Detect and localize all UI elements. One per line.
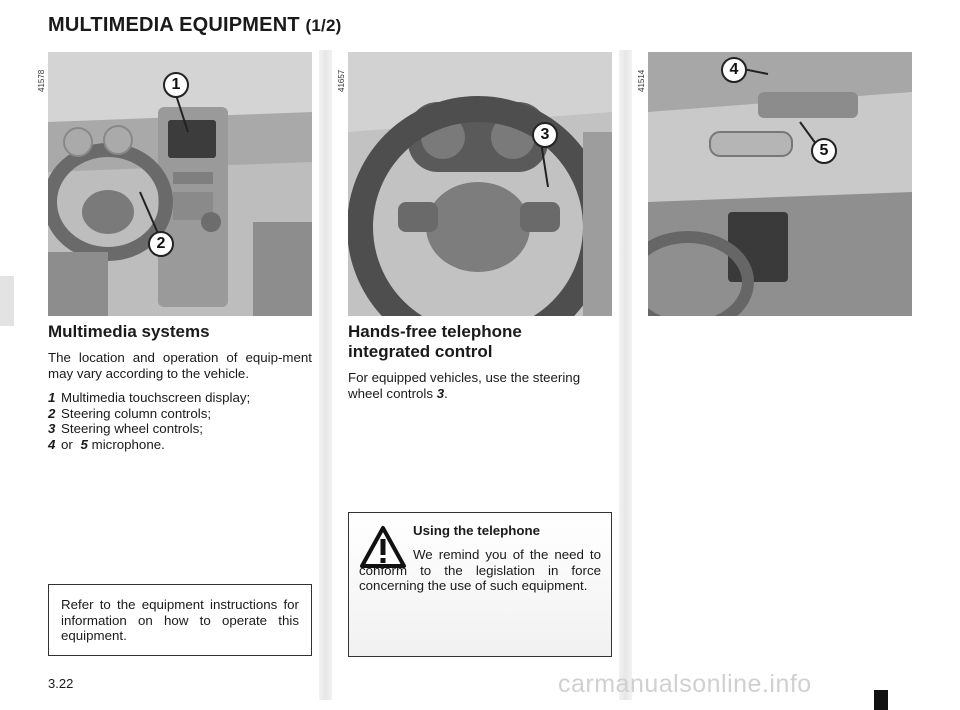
legend-item: 4 or 5 microphone.	[48, 437, 312, 453]
legend-text: Steering column controls;	[61, 405, 212, 421]
legend-item: 3 Steering wheel controls;	[48, 421, 312, 437]
warning-title: Using the telephone	[413, 523, 541, 538]
legend-text: Multimedia touchscreen display;	[61, 390, 251, 405]
legend-num-2: 5	[80, 436, 88, 452]
chapter-tab	[0, 276, 14, 326]
legend-text: microphone.	[91, 436, 165, 452]
page-title-suffix: (1/2)	[305, 16, 342, 35]
callout-5: 5	[811, 138, 837, 164]
multimedia-intro: The location and operation of equip-ment…	[48, 350, 312, 381]
figure-ref-1: 41578	[37, 69, 46, 92]
legend-num: 4	[48, 436, 56, 452]
legend-text: Steering wheel controls;	[61, 421, 203, 437]
heading-line-1: Hands-free telephone	[348, 322, 522, 341]
roof-microphone-photo	[648, 52, 912, 316]
figure-ref-2: 41657	[337, 69, 346, 92]
legend-num: 1	[48, 390, 56, 405]
handsfree-body: For equipped vehicles, use the steering …	[348, 370, 616, 401]
page-title-main: MULTIMEDIA EQUIPMENT	[48, 14, 300, 36]
column-divider-2	[619, 50, 632, 700]
handsfree-body-prefix: For equipped vehicles, use the steering …	[348, 370, 581, 401]
legend-connector: or	[61, 436, 73, 452]
heading-line-2: integrated control	[348, 342, 493, 361]
page-title: MULTIMEDIA EQUIPMENT (1/2)	[48, 14, 342, 37]
figure-ref-3: 41514	[637, 69, 646, 92]
legend-num: 3	[48, 421, 56, 437]
legend-num: 2	[48, 405, 56, 421]
callout-1: 1	[163, 72, 189, 98]
callout-3: 3	[532, 122, 558, 148]
watermark: carmanualsonline.info	[558, 670, 812, 698]
refer-note-box: Refer to the equipment instructions for …	[48, 584, 312, 656]
callout-2: 2	[148, 231, 174, 257]
column-divider-1	[319, 50, 332, 700]
handsfree-body-suffix: .	[444, 385, 448, 401]
section-heading-handsfree: Hands-free telephone integrated control	[348, 322, 522, 362]
warning-triangle-icon	[360, 526, 406, 568]
callout-4: 4	[721, 57, 747, 83]
legend-item: 1 Multimedia touchscreen display;	[48, 390, 312, 406]
page-number: 3.22	[48, 676, 74, 691]
refer-note-text: Refer to the equipment instructions for …	[61, 597, 299, 644]
warning-text: We remind you of the need to conform to …	[359, 547, 601, 594]
handsfree-body-ref: 3	[436, 385, 445, 401]
steering-wheel-photo	[348, 52, 612, 316]
page-corner-mark	[874, 690, 888, 710]
section-heading-multimedia: Multimedia systems	[48, 322, 210, 341]
warning-box: Using the telephone We remind you of the…	[348, 512, 612, 657]
legend-item: 2 Steering column controls;	[48, 406, 312, 422]
